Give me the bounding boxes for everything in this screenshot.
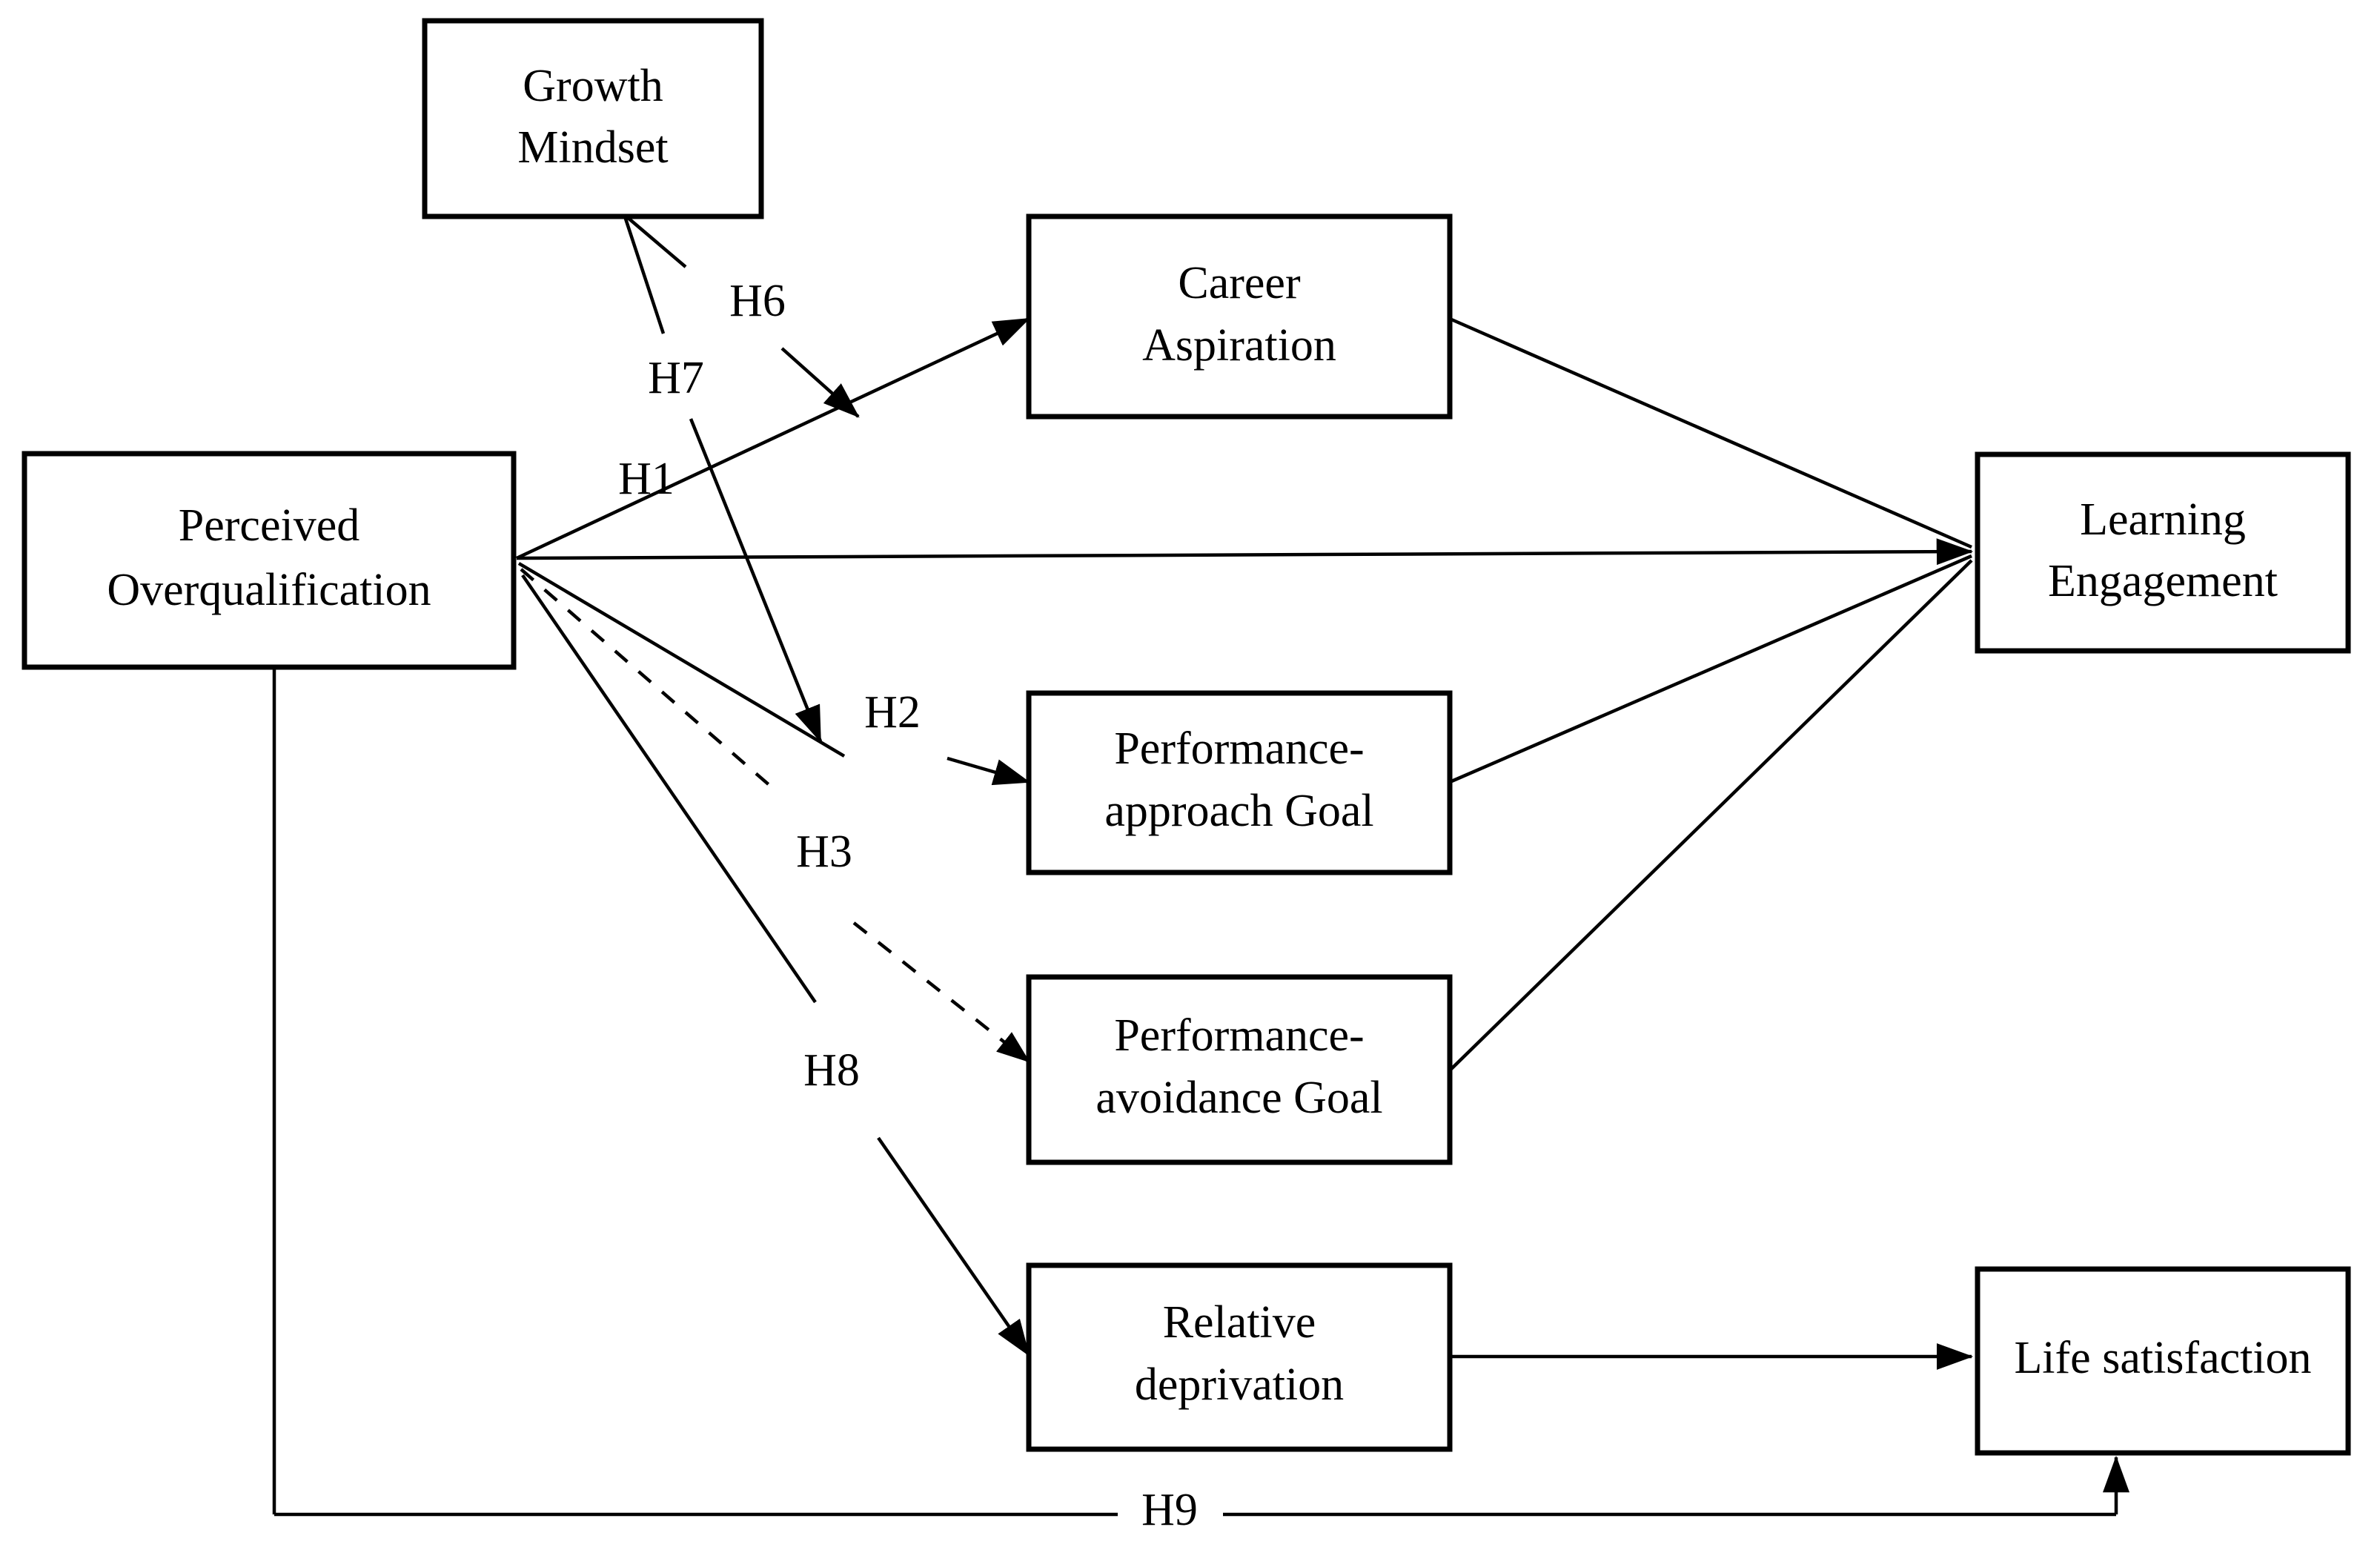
node-life-satisfaction-box[interactable] (1975, 1266, 2351, 1456)
node-performance-approach-goal[interactable]: Performance- approach Goal (1026, 690, 1453, 875)
hypothesis-label-h1: H1 (618, 454, 674, 504)
node-perceived-overqualification[interactable]: Perceived Overqualification (21, 451, 517, 670)
path-h1 (516, 317, 1031, 560)
path-h1-arrow (516, 317, 1031, 560)
path-h2 (517, 562, 1031, 786)
path-poq-to-learning-engagement (516, 538, 1974, 566)
node-growth-mindset-label-line1: Growth (523, 61, 663, 111)
node-career-aspiration-label-line2: Aspiration (1142, 320, 1336, 371)
path-h8 (521, 574, 1030, 1357)
path-h3-seg1 (520, 568, 778, 792)
path-poq-le-arrow (516, 538, 1974, 566)
path-pav-le (1448, 559, 1973, 1072)
node-relative-deprivation[interactable]: Relative deprivation (1026, 1262, 1453, 1452)
node-performance-approach-goal-box[interactable] (1026, 690, 1453, 875)
path-h7-moderation (623, 216, 823, 743)
node-growth-mindset-label-line2: Mindset (517, 122, 668, 173)
hypothesis-label-h2: H2 (864, 687, 921, 738)
node-life-satisfaction[interactable]: Life satisfaction (1975, 1266, 2351, 1456)
path-h3-arrow (852, 921, 1030, 1063)
path-approach-to-learning-engagement (1449, 554, 1972, 784)
node-learning-engagement-label-line1: Learning (2080, 494, 2246, 545)
node-performance-approach-goal-label-line2: approach Goal (1104, 786, 1373, 836)
path-h2-arrow (947, 756, 1031, 786)
node-growth-mindset[interactable]: Growth Mindset (422, 18, 764, 219)
node-performance-avoidance-goal[interactable]: Performance- avoidance Goal (1026, 974, 1453, 1165)
node-performance-avoidance-goal-label-line2: avoidance Goal (1095, 1073, 1382, 1123)
node-relative-deprivation-label-line1: Relative (1163, 1297, 1316, 1348)
path-h7-seg1 (623, 216, 666, 334)
hypothesis-label-h7: H7 (648, 353, 704, 403)
node-relative-deprivation-label-line2: deprivation (1135, 1359, 1344, 1410)
node-perceived-overqualification-label-line1: Perceived (179, 500, 359, 551)
path-h7-arrow (689, 418, 823, 743)
hypothesis-label-h9: H9 (1141, 1485, 1198, 1535)
node-learning-engagement-box[interactable] (1975, 451, 2351, 654)
path-h8-seg1 (521, 574, 817, 1004)
path-h6-moderation (625, 215, 860, 418)
hypothesis-label-h3: H3 (796, 827, 852, 877)
path-h6-arrow (780, 347, 860, 418)
path-career-to-learning-engagement (1449, 317, 1972, 549)
node-learning-engagement[interactable]: Learning Engagement (1975, 451, 2351, 654)
node-perceived-overqualification-box[interactable] (21, 451, 517, 670)
hypothesis-label-h8: H8 (803, 1045, 860, 1096)
node-career-aspiration-label-line1: Career (1178, 258, 1301, 308)
node-career-aspiration[interactable]: Career Aspiration (1026, 213, 1453, 420)
node-performance-avoidance-goal-label-line1: Performance- (1114, 1010, 1364, 1061)
node-relative-deprivation-box[interactable] (1026, 1262, 1453, 1452)
hypothesis-label-h6: H6 (729, 276, 786, 326)
path-avoidance-to-learning-engagement (1448, 559, 1973, 1072)
node-life-satisfaction-label-line1: Life satisfaction (2014, 1333, 2311, 1383)
path-h6-seg1 (625, 215, 687, 268)
path-pap-le (1449, 554, 1972, 784)
node-performance-avoidance-goal-box[interactable] (1026, 974, 1453, 1165)
node-performance-approach-goal-label-line1: Performance- (1114, 723, 1364, 774)
path-h9 (272, 667, 2129, 1517)
node-learning-engagement-label-line2: Engagement (2048, 556, 2278, 606)
node-career-aspiration-box[interactable] (1026, 213, 1453, 420)
path-ca-le (1449, 317, 1972, 549)
path-h8-arrow (877, 1136, 1030, 1357)
path-h3 (520, 568, 1030, 1063)
path-h2-seg1 (517, 562, 846, 758)
node-growth-mindset-box[interactable] (422, 18, 764, 219)
node-perceived-overqualification-label-line2: Overqualification (107, 565, 431, 615)
